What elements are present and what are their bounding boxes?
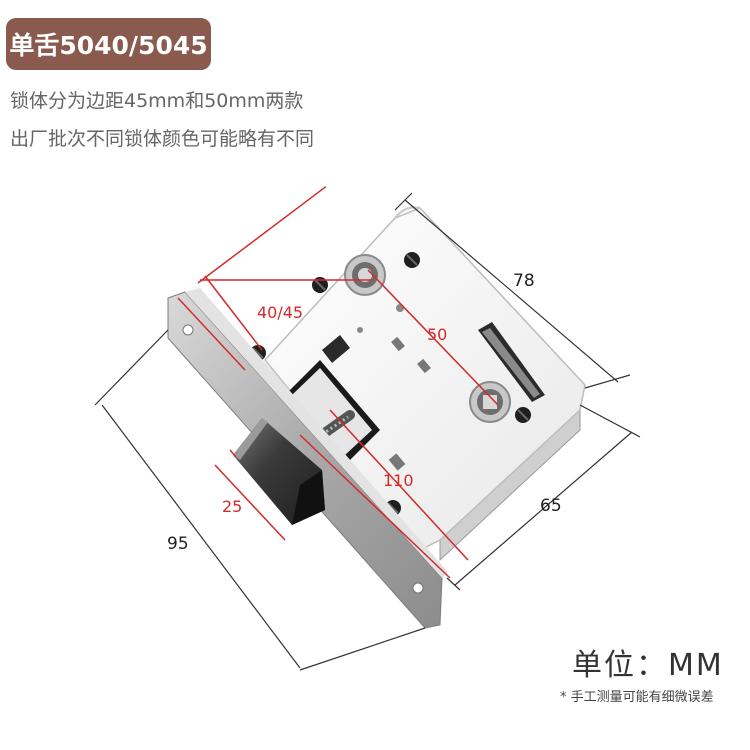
dim-label-latch-width: 25 <box>222 497 242 516</box>
latch-bolt <box>233 418 325 525</box>
dim-label-backset: 40/45 <box>257 303 303 322</box>
note-color-variation: 出厂批次不同锁体颜色可能略有不同 <box>10 128 315 150</box>
lower-spindle-hole <box>469 381 511 423</box>
dim-label-faceplate-length: 95 <box>167 534 189 554</box>
note-backset-options: 锁体分为边距45mm和50mm两款 <box>10 90 304 112</box>
dim-label-body-height: 65 <box>540 496 562 516</box>
lock-body <box>264 206 586 562</box>
product-title: 单舌5040/5045 <box>9 31 208 60</box>
black-dimensions <box>94 192 641 671</box>
dim-label-latch-height: 110 <box>383 471 414 490</box>
upper-spindle-hole <box>344 254 386 296</box>
unit-label: 单位：MM <box>572 648 724 683</box>
red-dimensions <box>177 186 499 579</box>
dim-label-body-width: 78 <box>513 271 535 291</box>
measurement-disclaimer: * 手工测量可能有细微误差 <box>560 690 714 705</box>
dim-label-center-distance: 50 <box>427 325 447 344</box>
product-title-badge: 单舌5040/5045 <box>6 18 211 70</box>
